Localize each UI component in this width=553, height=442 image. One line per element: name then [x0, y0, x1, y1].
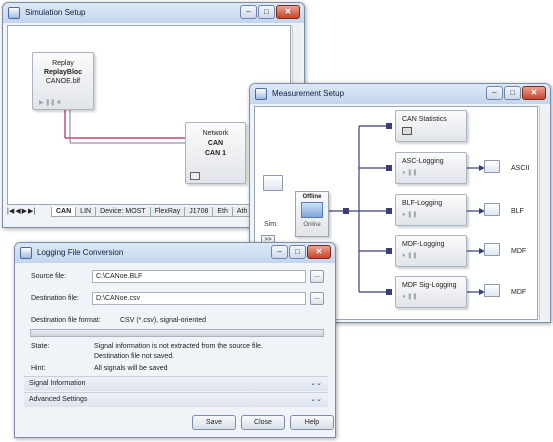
chevron-down-icon: ⌄⌄	[310, 380, 322, 387]
tab-eth[interactable]: Eth	[212, 207, 233, 217]
blf-file-icon[interactable]	[484, 203, 500, 216]
tab-prev-icon[interactable]: ◀	[15, 208, 21, 215]
mdf-sig-logging-block[interactable]: MDF Sig-Logging ● ❚❚	[395, 276, 467, 308]
section-label: Signal Information	[29, 380, 86, 387]
hint-value: All signals will be saved	[94, 365, 168, 372]
maximize-button[interactable]: □	[289, 245, 306, 259]
measurement-setup-titlebar[interactable]: Measurement Setup – □ ✕	[250, 84, 550, 104]
window-title: Logging File Conversion	[37, 248, 124, 257]
logging-controls-icon[interactable]: ● ❚❚	[402, 253, 418, 259]
measurement-connections	[307, 123, 485, 295]
replay-play-controls-icon[interactable]: ▶ ❚❚ ■	[39, 100, 61, 106]
mdf-sig-file-icon[interactable]	[484, 284, 500, 297]
logging-controls-icon[interactable]: ● ❚❚	[402, 212, 418, 218]
simulation-setup-titlebar[interactable]: Simulation Setup – □ ✕	[3, 3, 304, 23]
source-file-label: Source file:	[31, 273, 67, 280]
block-label: CAN Statistics	[402, 116, 447, 123]
state-line-1: Signal information is not extracted from…	[94, 343, 263, 350]
close-button[interactable]: ✕	[522, 86, 546, 100]
window-title: Simulation Setup	[25, 8, 86, 17]
tab-nav-arrows[interactable]: |◀ ◀ ▶ ▶|	[7, 207, 35, 215]
hint-label: Hint:	[31, 365, 46, 372]
minimize-button[interactable]: –	[486, 86, 503, 100]
chevron-down-icon: ⌄⌄	[310, 396, 322, 403]
destination-format-label: Destination file format:	[31, 317, 101, 324]
minimize-button[interactable]: –	[271, 245, 288, 259]
offline-online-switch[interactable]: Offline Online	[295, 191, 329, 237]
window-title: Measurement Setup	[272, 89, 345, 98]
network-label: Network	[202, 130, 229, 137]
block-label: BLF-Logging	[402, 200, 443, 207]
output-label-blf: BLF	[511, 208, 524, 215]
tab-next-icon[interactable]: ▶	[21, 208, 27, 215]
tab-device-most[interactable]: Device: MOST	[95, 207, 151, 217]
network-bus: CAN	[207, 140, 224, 147]
bus-tabs: CAN LIN Device: MOST FlexRay J1708 Eth A…	[51, 207, 253, 217]
sim-label: Sim.	[264, 221, 278, 228]
output-label-ascii: ASCII	[511, 165, 530, 172]
destination-format-value: CSV (*.csv), signal-oriented	[120, 317, 206, 324]
maximize-button[interactable]: □	[504, 86, 521, 100]
maximize-button[interactable]: □	[258, 5, 275, 19]
logging-dialog-titlebar[interactable]: Logging File Conversion – □ ✕	[15, 243, 335, 263]
tab-last-icon[interactable]: ▶|	[27, 208, 36, 215]
source-browse-button[interactable]: ...	[310, 270, 324, 283]
block-label: ASC-Logging	[402, 158, 444, 165]
tab-can[interactable]: CAN	[51, 207, 77, 217]
state-line-2: Destination file not saved.	[94, 353, 175, 360]
replay-name: ReplayBloc	[43, 69, 83, 76]
network-node-icon	[190, 172, 200, 180]
online-label: Online	[303, 222, 321, 228]
asc-logging-block[interactable]: ASC-Logging ● ❚❚	[395, 152, 467, 184]
offline-mode-icon	[301, 202, 323, 218]
connection-lines	[64, 92, 186, 144]
destination-browse-button[interactable]: ...	[310, 292, 324, 305]
statistics-icon	[402, 127, 412, 135]
destination-file-label: Destination file:	[31, 295, 79, 302]
blf-logging-block[interactable]: BLF-Logging ● ❚❚	[395, 194, 467, 226]
close-dialog-button[interactable]: Close	[241, 415, 285, 430]
advanced-settings-section[interactable]: Advanced Settings ⌄⌄	[24, 392, 328, 407]
tab-j1708[interactable]: J1708	[184, 207, 214, 217]
replay-label: Replay	[52, 60, 74, 67]
tab-flexray[interactable]: FlexRay	[149, 207, 186, 217]
tab-first-icon[interactable]: |◀	[7, 208, 15, 215]
minimize-button[interactable]: –	[240, 5, 257, 19]
replay-block[interactable]: Replay ReplayBloc CANOE.blf ▶ ❚❚ ■	[32, 52, 94, 110]
block-label: MDF Sig-Logging	[402, 282, 457, 289]
output-label-mdf-sig: MDF	[511, 289, 527, 296]
tab-lin[interactable]: LIN	[75, 207, 97, 217]
help-button[interactable]: Help	[290, 415, 334, 430]
logging-controls-icon[interactable]: ● ❚❚	[402, 294, 418, 300]
replay-file: CANOE.blf	[45, 78, 81, 85]
network-channel: CAN 1	[204, 150, 226, 157]
source-file-input[interactable]: C:\CANoe.BLF	[92, 270, 306, 283]
can-statistics-block[interactable]: CAN Statistics	[395, 110, 467, 142]
block-label: MDF-Logging	[402, 241, 445, 248]
logging-controls-icon[interactable]: ● ❚❚	[402, 170, 418, 176]
state-label: State:	[31, 343, 50, 350]
offline-label: Offline	[302, 194, 322, 200]
destination-file-input[interactable]: D:\CANoe.csv	[92, 292, 306, 305]
signal-information-section[interactable]: Signal Information ⌄⌄	[24, 376, 328, 391]
network-block[interactable]: Network CAN CAN 1	[185, 122, 246, 184]
window-app-icon	[255, 88, 267, 100]
close-button[interactable]: ✕	[276, 5, 300, 19]
section-label: Advanced Settings	[29, 396, 88, 403]
window-app-icon	[20, 247, 32, 259]
source-folder-icon[interactable]	[263, 175, 283, 191]
mdf-file-icon[interactable]	[484, 243, 500, 256]
conversion-progress-bar	[30, 329, 324, 337]
window-app-icon	[8, 7, 20, 19]
output-label-mdf: MDF	[511, 248, 527, 255]
ascii-file-icon[interactable]	[484, 160, 500, 173]
mdf-logging-block[interactable]: MDF-Logging ● ❚❚	[395, 235, 467, 267]
save-button[interactable]: Save	[192, 415, 236, 430]
vertical-scrollbar[interactable]	[539, 106, 549, 320]
close-button[interactable]: ✕	[307, 245, 331, 259]
